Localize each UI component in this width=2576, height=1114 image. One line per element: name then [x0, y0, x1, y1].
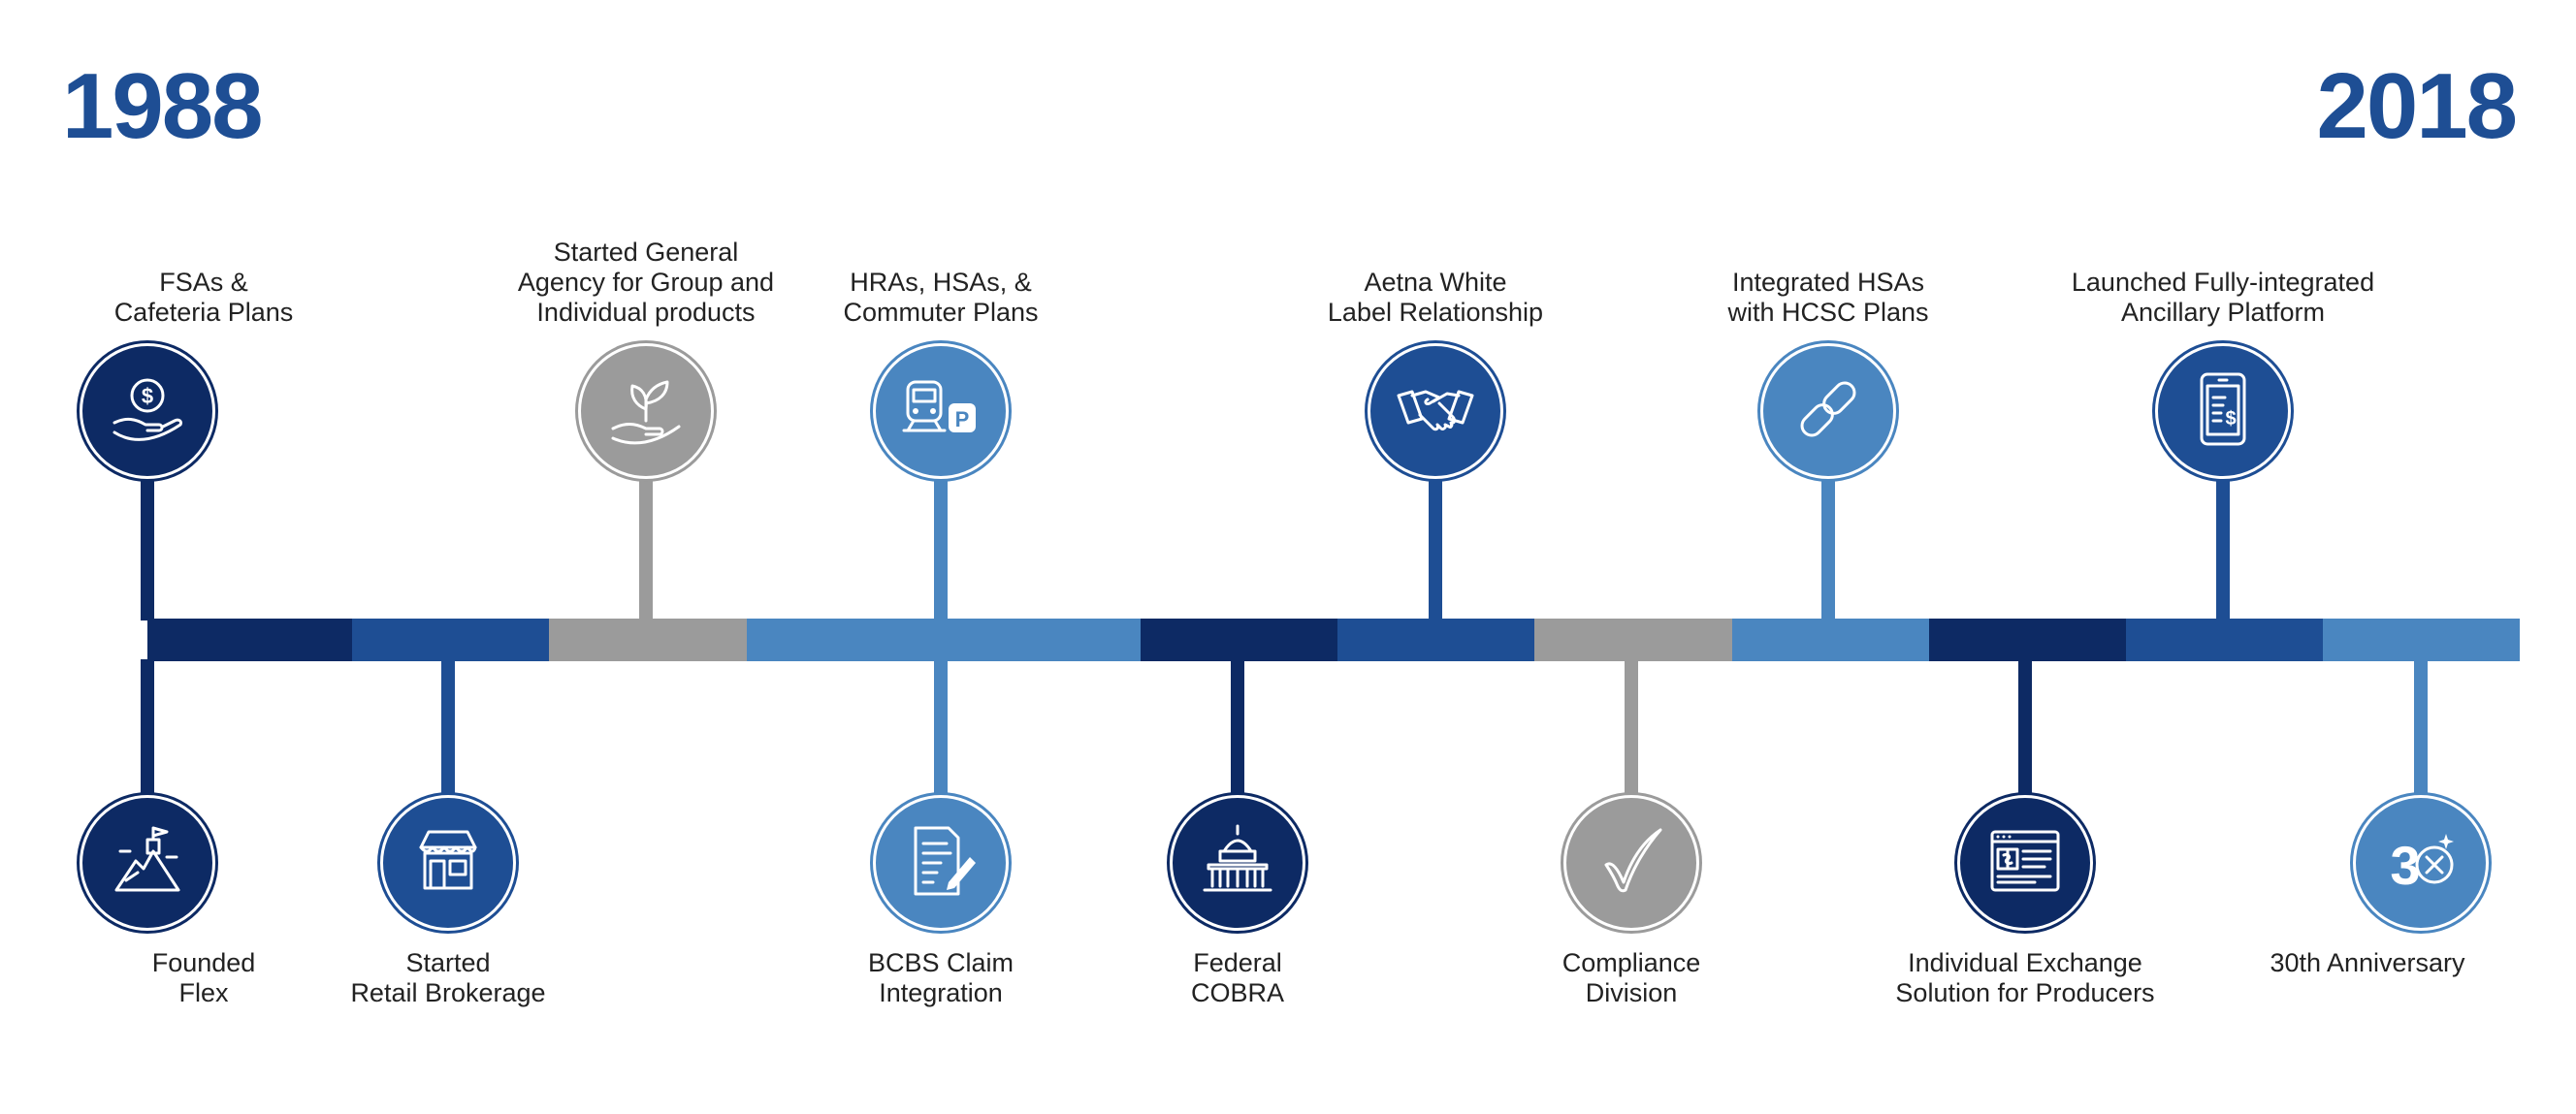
event-node: $ [2155, 343, 2291, 479]
event-node [1563, 795, 1699, 931]
end-year: 2018 [2316, 54, 2518, 158]
timeline-segment [1337, 619, 1534, 661]
chain-link-icon [1789, 370, 1867, 453]
event-label: 30th Anniversary [2270, 948, 2465, 977]
money-hand-icon: $ [109, 370, 186, 453]
event-label: Individual Exchange Solution for Produce… [1895, 948, 2155, 1007]
event-label: Founded Flex [151, 948, 256, 1007]
event-label: Integrated HSAs with HCSC Plans [1727, 268, 1929, 327]
event-node [873, 795, 1009, 931]
timeline-segment [1929, 619, 2126, 661]
timeline-bar [0, 619, 2576, 661]
start-year: 1988 [62, 54, 264, 158]
event-label: Federal COBRA [1190, 948, 1285, 1007]
event-node [1957, 795, 2093, 931]
svg-text:3: 3 [2390, 835, 2420, 896]
timeline-segment [352, 619, 549, 661]
event-node [1760, 343, 1896, 479]
timeline-segment [1732, 619, 1929, 661]
event-label: Started Retail Brokerage [350, 948, 546, 1007]
timeline-segment [1141, 619, 1337, 661]
tablet-dollar-icon: $ [2184, 370, 2262, 453]
document-pen-icon [902, 822, 980, 905]
timeline-segment [747, 619, 944, 661]
event-node [1170, 795, 1305, 931]
svg-text:$: $ [2225, 408, 2236, 430]
event-label: Launched Fully-integrated Ancillary Plat… [2071, 268, 2375, 327]
timeline-segment [2126, 619, 2323, 661]
svg-text:P: P [955, 407, 970, 431]
capitol-icon [1199, 822, 1276, 905]
event-label: Compliance Division [1562, 948, 1701, 1007]
event-label: HRAs, HSAs, & Commuter Plans [843, 268, 1039, 327]
event-node [80, 795, 215, 931]
event-label: Started General Agency for Group and Ind… [517, 238, 775, 327]
train-parking-icon: P [902, 370, 980, 453]
handshake-icon [1397, 370, 1474, 453]
storefront-icon [409, 822, 487, 905]
event-node [1368, 343, 1503, 479]
checkmark-icon [1593, 822, 1670, 905]
thirty-anniversary-icon: 3 [2382, 822, 2460, 905]
svg-text:$: $ [142, 384, 153, 408]
plant-hand-icon [607, 370, 685, 453]
event-label: BCBS Claim Integration [867, 948, 1014, 1007]
timeline-segment [1534, 619, 1732, 661]
event-node: P [873, 343, 1009, 479]
timeline-segment [944, 619, 1141, 661]
timeline-segment [147, 619, 352, 661]
event-label: Aetna White Label Relationship [1327, 268, 1544, 327]
event-node: $ [80, 343, 215, 479]
event-label: FSAs & Cafeteria Plans [113, 268, 294, 327]
timeline-segment [2323, 619, 2520, 661]
event-node [380, 795, 516, 931]
timeline-segment [549, 619, 747, 661]
medical-window-icon [1986, 822, 2064, 905]
event-node [578, 343, 714, 479]
mountain-flag-icon [109, 822, 186, 905]
event-node: 3 [2353, 795, 2489, 931]
